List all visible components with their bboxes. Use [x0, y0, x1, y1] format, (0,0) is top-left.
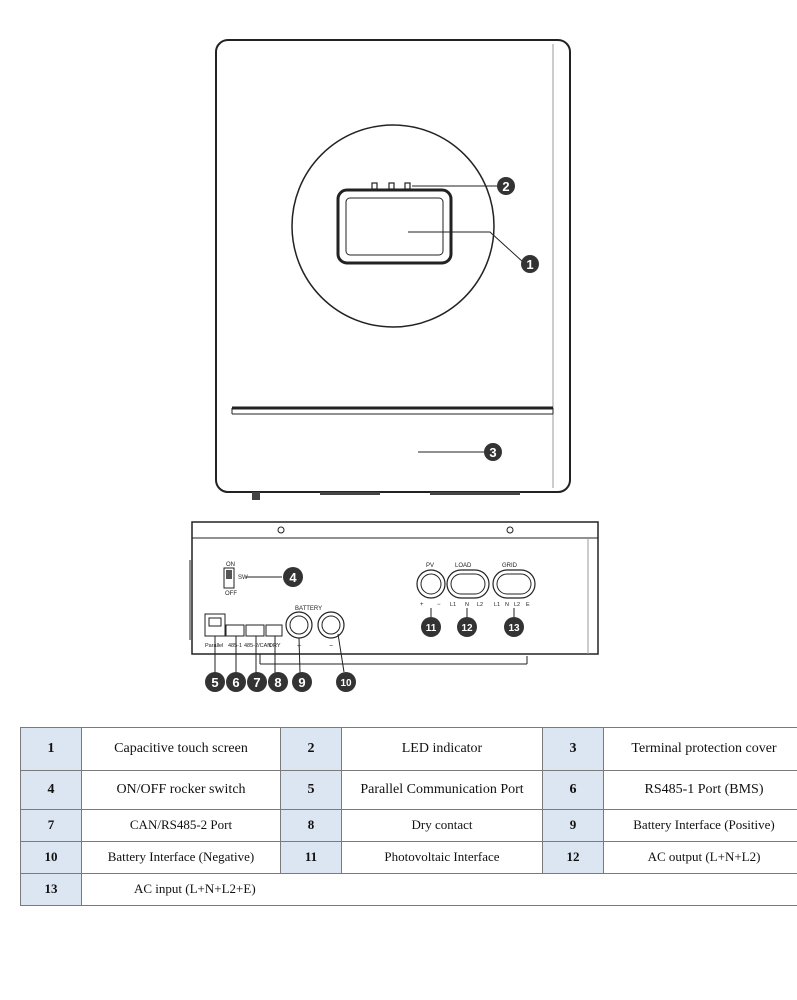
callout-6: 6 — [226, 672, 246, 692]
svg-text:13: 13 — [508, 623, 520, 634]
item-number: 11 — [280, 841, 342, 874]
item-number: 3 — [542, 727, 604, 771]
table-row: 4 ON/OFF rocker switch 5 Parallel Commun… — [20, 770, 797, 810]
screw-left — [277, 526, 285, 534]
svg-text:E: E — [526, 602, 530, 608]
table-row: 13 AC input (L+N+L2+E) — [20, 873, 797, 906]
svg-text:−: − — [437, 602, 441, 608]
svg-text:12: 12 — [461, 623, 473, 634]
svg-text:485-1: 485-1 — [228, 643, 242, 649]
item-number: 1 — [20, 727, 82, 771]
item-description: CAN/RS485-2 Port — [81, 809, 281, 842]
svg-text:10: 10 — [340, 678, 352, 689]
rs485-2-can-port — [245, 624, 265, 637]
svg-text:GRID: GRID — [502, 563, 518, 569]
svg-text:−: − — [329, 643, 333, 650]
callout-7: 7 — [247, 672, 267, 692]
svg-text:PV: PV — [426, 563, 434, 569]
item-description: Photovoltaic Interface — [341, 841, 543, 874]
item-number: 8 — [280, 809, 342, 842]
svg-text:8: 8 — [274, 675, 281, 690]
legend-table: 1 Capacitive touch screen 2 LED indicato… — [20, 727, 797, 906]
svg-text:3: 3 — [489, 445, 496, 460]
svg-text:2: 2 — [502, 179, 509, 194]
svg-text:L1: L1 — [450, 602, 456, 608]
svg-text:N: N — [465, 602, 469, 608]
item-number: 13 — [20, 873, 82, 906]
svg-text:Parallel: Parallel — [205, 643, 223, 649]
item-number: 10 — [20, 841, 82, 874]
svg-text:L2: L2 — [514, 602, 520, 608]
item-description: RS485-1 Port (BMS) — [603, 770, 797, 810]
svg-text:L1: L1 — [494, 602, 500, 608]
item-number: 4 — [20, 770, 82, 810]
svg-text:6: 6 — [232, 675, 239, 690]
item-description: Terminal protection cover — [603, 727, 797, 771]
svg-text:9: 9 — [298, 675, 305, 690]
callout-1: 1 — [521, 255, 539, 273]
callout-9: 9 — [292, 672, 312, 692]
item-description: LED indicator — [341, 727, 543, 771]
item-description: AC output (L+N+L2) — [603, 841, 797, 874]
svg-text:BATTERY: BATTERY — [295, 606, 322, 612]
item-description: ON/OFF rocker switch — [81, 770, 281, 810]
callout-10: 10 — [336, 672, 356, 692]
svg-text:ON: ON — [226, 562, 235, 568]
touch-screen — [336, 188, 453, 265]
callout-8: 8 — [268, 672, 288, 692]
screw-right — [506, 526, 514, 534]
item-description: Battery Interface (Positive) — [603, 809, 797, 842]
item-description: Parallel Communication Port — [341, 770, 543, 810]
svg-text:4: 4 — [289, 570, 297, 585]
svg-text:LOAD: LOAD — [455, 563, 472, 569]
item-number: 5 — [280, 770, 342, 810]
svg-text:485-2/CAN: 485-2/CAN — [244, 643, 271, 649]
svg-text:5: 5 — [211, 675, 218, 690]
item-number: 6 — [542, 770, 604, 810]
item-description: AC input (L+N+L2+E) — [81, 873, 797, 906]
inverter-diagram: 2 1 3 ON SW OFF — [189, 39, 599, 692]
front-view: 2 1 3 — [215, 39, 571, 500]
callout-2: 2 — [497, 177, 515, 195]
item-number: 2 — [280, 727, 342, 771]
parallel-port — [204, 613, 226, 637]
led-3 — [404, 182, 411, 190]
load-terminal: LOAD L1 N L2 — [446, 563, 490, 608]
rocker-switch: ON SW OFF — [223, 562, 248, 597]
bottom-view: ON SW OFF Parallel 485-1 485-2/CAN DRY B… — [189, 521, 599, 692]
svg-text:+: + — [420, 602, 424, 608]
table-row: 10 Battery Interface (Negative) 11 Photo… — [20, 841, 797, 874]
callout-4: 4 — [283, 567, 303, 587]
item-number: 9 — [542, 809, 604, 842]
item-description: Dry contact — [341, 809, 543, 842]
pv-terminal: PV + − — [416, 563, 446, 608]
item-number: 7 — [20, 809, 82, 842]
touch-screen-inner — [345, 197, 444, 256]
callout-5: 5 — [205, 672, 225, 692]
led-2 — [388, 182, 395, 190]
svg-text:1: 1 — [526, 257, 533, 272]
rs485-1-port — [225, 624, 245, 637]
item-description: Battery Interface (Negative) — [81, 841, 281, 874]
callout-3: 3 — [484, 443, 502, 461]
svg-text:OFF: OFF — [225, 591, 237, 597]
svg-text:N: N — [505, 602, 509, 608]
bottom-foot — [252, 492, 260, 500]
led-1 — [371, 182, 378, 190]
callout-13: 13 — [504, 617, 524, 637]
callout-11: 11 — [421, 617, 441, 637]
svg-text:SW: SW — [238, 575, 248, 581]
item-description: Capacitive touch screen — [81, 727, 281, 771]
svg-text:7: 7 — [253, 675, 260, 690]
table-row: 7 CAN/RS485-2 Port 8 Dry contact 9 Batte… — [20, 809, 797, 842]
table-row: 1 Capacitive touch screen 2 LED indicato… — [20, 727, 797, 771]
svg-text:11: 11 — [426, 623, 437, 634]
svg-text:L2: L2 — [477, 602, 483, 608]
dry-contact-port — [265, 624, 283, 637]
callout-12: 12 — [457, 617, 477, 637]
item-number: 12 — [542, 841, 604, 874]
grid-terminal: GRID L1 N L2 E — [492, 563, 536, 608]
